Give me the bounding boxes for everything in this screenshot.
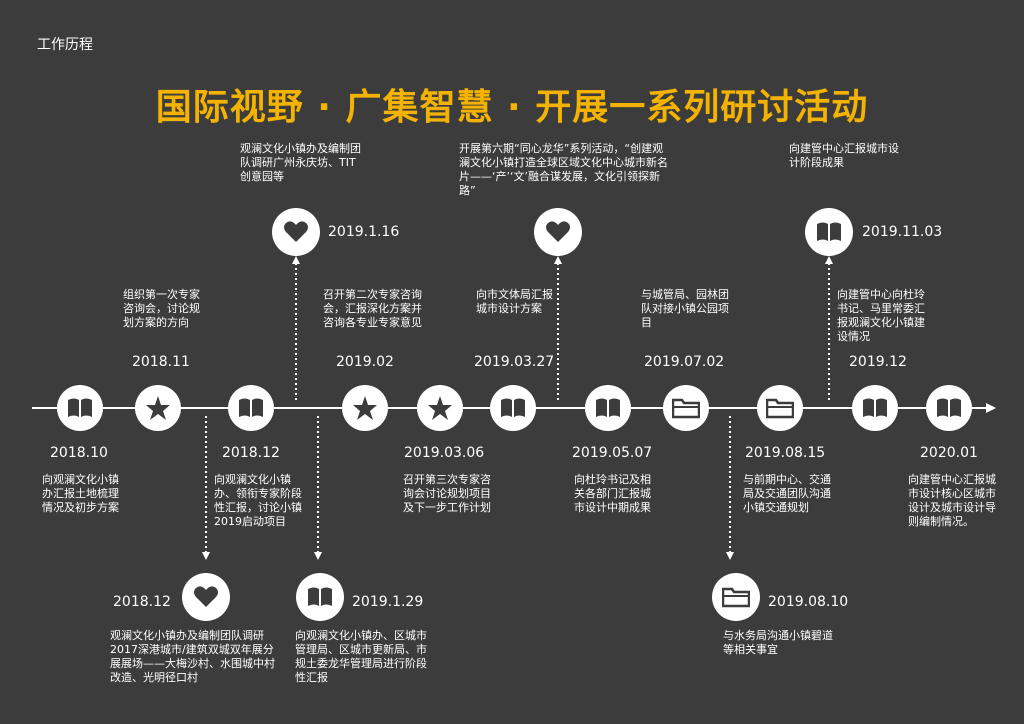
axis-date-7: 2019.05.07 [572, 445, 653, 461]
axis-node-9 [757, 385, 803, 431]
connector-2019-08-10 [726, 416, 734, 560]
branch-desc-2019-1-16: 观澜文化小镇办及编制团队调研广州永庆坊、TIT创意园等 [240, 142, 361, 183]
connector-2019-1-16 [292, 256, 300, 400]
branch-desc-2019-1-29: 向观澜文化小镇办、区城市管理局、区城市更新局、市规土委龙华管理局进行阶段性汇报 [295, 629, 427, 684]
axis-desc-3: 向观澜文化小镇办、领衔专家阶段性汇报，讨论小镇2019启动项目 [214, 473, 302, 528]
connector-2019-11-03 [825, 256, 833, 400]
book-icon [308, 587, 332, 606]
heart-icon [284, 221, 308, 242]
axis-desc-9: 与前期中心、交通局及交通团队沟通小镇交通规划 [743, 473, 831, 514]
heart-icon [546, 221, 570, 242]
axis-node-5 [417, 385, 463, 431]
connector-2018-12-lower [202, 416, 210, 560]
branch-desc-2019-08-10: 与水务局沟通小镇碧道等相关事宜 [723, 629, 833, 656]
section-label: 工作历程 [37, 37, 93, 53]
axis-date-6: 2019.03.27 [474, 354, 555, 370]
axis-desc-8: 与城管局、园林团队对接小镇公园项目 [641, 288, 729, 329]
branch-node-2019-1-16 [272, 208, 320, 256]
star-icon [146, 396, 170, 420]
axis-date-9: 2019.08.15 [745, 445, 826, 461]
book-icon [68, 398, 92, 417]
axis-date-8: 2019.07.02 [644, 354, 725, 370]
folder-icon [766, 398, 794, 419]
book-icon [501, 398, 525, 417]
heart-icon [194, 586, 218, 607]
folder-icon [672, 398, 700, 419]
axis-desc-6: 向市文体局汇报城市设计方案 [476, 288, 553, 315]
axis-desc-2: 组织第一次专家咨询会，讨论规划方案的方向 [123, 288, 200, 329]
axis-desc-7: 向杜玲书记及相关各部门汇报城市设计中期成果 [574, 473, 651, 514]
axis-node-1 [57, 385, 103, 431]
axis-date-1: 2018.10 [50, 445, 108, 461]
axis-desc-10: 向建管中心向杜玲书记、马里常委汇报观澜文化小镇建设情况 [837, 288, 925, 343]
axis-desc-1: 向观澜文化小镇办汇报土地梳理情况及初步方案 [42, 473, 119, 514]
axis-node-8 [663, 385, 709, 431]
axis-desc-4: 召开第二次专家咨询会，汇报深化方案并咨询各专业专家意见 [323, 288, 422, 329]
book-icon [596, 398, 620, 417]
branch-node-heart-mid [534, 208, 582, 256]
axis-date-4: 2019.02 [336, 354, 394, 370]
star-icon [353, 396, 377, 420]
branch-node-2019-11-03 [805, 208, 853, 256]
axis-date-2: 2018.11 [132, 354, 190, 370]
axis-node-2 [135, 385, 181, 431]
branch-desc-2018-12-lower: 观澜文化小镇办及编制团队调研2017深港城市/建筑双城双年展分展展场——大梅沙村… [110, 629, 275, 684]
branch-date-2019-08-10: 2019.08.10 [768, 594, 849, 610]
axis-desc-11: 向建管中心汇报城市设计核心区城市设计及城市设计导则编制情况。 [908, 473, 996, 528]
axis-date-10: 2019.12 [849, 354, 907, 370]
timeline-arrowhead [986, 403, 996, 413]
connector-heart-mid [554, 256, 562, 400]
branch-node-2019-08-10 [712, 573, 760, 621]
folder-icon [722, 587, 750, 608]
branch-node-2018-12-lower [182, 573, 230, 621]
connector-2019-1-29 [314, 416, 322, 560]
branch-date-2019-1-29: 2019.1.29 [352, 594, 424, 610]
branch-desc-2019-11-03: 向建管中心汇报城市设计阶段成果 [789, 142, 899, 169]
book-icon [239, 398, 263, 417]
axis-desc-5: 召开第三次专家咨询会讨论规划项目及下一步工作计划 [403, 473, 491, 514]
book-icon [817, 222, 841, 241]
branch-desc-heart-mid: 开展第六期“同心龙华”系列活动，“创建观澜文化小镇打造全球区域文化中心城市新名片… [459, 142, 668, 197]
axis-node-6 [490, 385, 536, 431]
star-icon [428, 396, 452, 420]
axis-node-10 [852, 385, 898, 431]
axis-date-5: 2019.03.06 [404, 445, 485, 461]
branch-node-2019-1-29 [296, 573, 344, 621]
axis-node-11 [926, 385, 972, 431]
axis-node-7 [585, 385, 631, 431]
branch-date-2019-1-16: 2019.1.16 [328, 224, 400, 240]
axis-node-3 [228, 385, 274, 431]
page-title: 国际视野 · 广集智慧 · 开展一系列研讨活动 [155, 87, 869, 128]
branch-date-2018-12-lower: 2018.12 [113, 594, 171, 610]
axis-node-4 [342, 385, 388, 431]
axis-date-3: 2018.12 [222, 445, 280, 461]
axis-date-11: 2020.01 [920, 445, 978, 461]
book-icon [937, 398, 961, 417]
branch-date-2019-11-03: 2019.11.03 [862, 224, 943, 240]
book-icon [863, 398, 887, 417]
